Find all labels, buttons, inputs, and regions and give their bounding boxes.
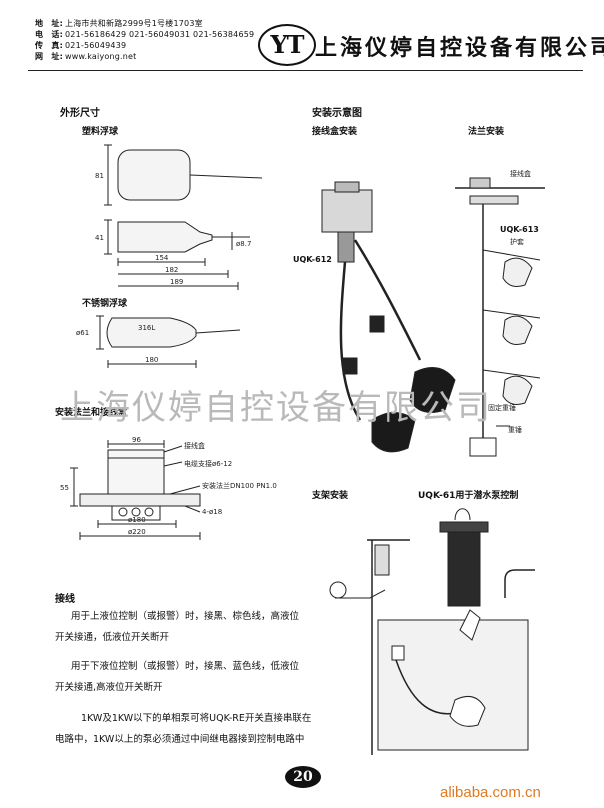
wiring-p3-line1: 1KW及1KW以下的单相泵可将UQK-RE开关直接串联在 xyxy=(81,713,312,724)
install-flange xyxy=(469,195,519,205)
dim-180: 180 xyxy=(145,356,158,364)
flange-drawing xyxy=(79,493,201,507)
wiring-title: 接线 xyxy=(55,594,75,605)
plastic-float-title: 塑料浮球 xyxy=(82,127,119,137)
label-weight: 重锤 xyxy=(508,425,522,434)
wiring-p3-line2: 电路中，1KW以上的泵必须通过中间继电器接到控制电路中 xyxy=(55,734,305,745)
cable-uqk612-left xyxy=(339,261,362,421)
fax-value: 021-56049439 xyxy=(65,41,127,50)
float-a xyxy=(502,257,533,287)
dim-182: 182 xyxy=(165,266,178,274)
wiring-p2-line1: 用于下液位控制（或报警）时，接黑、蓝色线，低液位 xyxy=(71,661,300,672)
junction-box-install xyxy=(321,189,373,233)
header-phone: 电 话:021-56186429 021-56049031 021-563846… xyxy=(35,29,254,40)
junction-box-drawing xyxy=(107,449,165,495)
dim-41: 41 xyxy=(95,234,104,242)
dim-55: 55 xyxy=(60,484,69,492)
flange-box-title: 安装法兰和接线盒 xyxy=(55,408,128,418)
bracket-install-title: 支架安装 xyxy=(312,491,349,501)
wiring-paragraph-3: 1KW及1KW以下的单相泵可将UQK-RE开关直接串联在 电路中，1KW以上的泵… xyxy=(55,708,311,750)
header-fax: 传 真:021-56049439 xyxy=(35,40,126,51)
address-label: 地 址: xyxy=(35,19,63,28)
junction-install-title: 接线盒安装 xyxy=(312,127,358,137)
dim-96: 96 xyxy=(132,436,141,444)
label-uqk612: UQK-612 xyxy=(293,255,332,264)
web-value[interactable]: www.kaiyong.net xyxy=(65,52,137,61)
dim-d220: ø220 xyxy=(128,528,146,536)
tank-water xyxy=(377,619,529,751)
float-ball-2 xyxy=(371,412,416,453)
label-flange-spec: 安装法兰DN100 PN1.0 xyxy=(202,481,277,490)
wiring-paragraph-1: 用于上液位控制（或报警）时，接黑、棕色线，高液位 开关接通，低液位开关断开 xyxy=(55,606,299,648)
company-name: 上海仪婷自控设备有限公司 xyxy=(315,35,604,61)
company-logo: YT xyxy=(258,24,316,66)
watermark: 上海仪婷自控设备有限公司 xyxy=(60,388,492,428)
wiring-p1-line1: 用于上液位控制（或报警）时，接黑、棕色线，高液位 xyxy=(71,611,300,622)
dim-316l: 316L xyxy=(138,324,155,332)
flange-install-title: 法兰安装 xyxy=(468,127,505,137)
plastic-float-top-view xyxy=(117,149,191,201)
float-b xyxy=(502,315,533,345)
dim-d8-7: ø8.7 xyxy=(236,240,251,248)
label-junction-box: 接线盒 xyxy=(184,441,205,450)
wiring-p2-line2: 开关接通,高液位开关断开 xyxy=(55,682,163,693)
plastic-float-cable xyxy=(189,174,263,179)
site-watermark: alibaba.com.cn xyxy=(440,784,541,801)
label-fixed-weight: 固定重锤 xyxy=(488,403,516,412)
dim-4-d18: 4-ø18 xyxy=(202,508,222,516)
weight-1 xyxy=(369,315,385,333)
cable-uqk612-right xyxy=(353,239,422,361)
dim-d61: ø61 xyxy=(76,329,89,337)
pump-control-title: UQK-61用于潜水泵控制 xyxy=(418,491,519,501)
dim-154: 154 xyxy=(155,254,169,262)
dim-81: 81 xyxy=(95,172,104,180)
header-web: 网 址:www.kaiyong.net xyxy=(35,51,137,62)
web-label: 网 址: xyxy=(35,52,63,61)
float-ball-1 xyxy=(409,367,456,413)
submersible-pump xyxy=(447,529,481,607)
label-uqk613: UQK-613 xyxy=(500,225,539,234)
phone-label: 电 话: xyxy=(35,30,63,39)
address-value: 上海市共和新路2999号1号楼1703室 xyxy=(65,19,203,28)
weight-2 xyxy=(342,357,358,375)
header-divider xyxy=(28,70,583,71)
dimension-labels: 81 41 154 182 189 ø8.7 ø61 316L 180 96 接… xyxy=(60,169,531,536)
fax-label: 传 真: xyxy=(35,41,63,50)
wiring-paragraph-2: 用于下液位控制（或报警）时，接黑、蓝色线，低液位 开关接通,高液位开关断开 xyxy=(55,656,299,698)
float-c xyxy=(502,375,533,405)
steel-float-drawing xyxy=(106,317,197,348)
dimensions-title: 外形尺寸 xyxy=(60,108,100,119)
label-cable-gland: 电缆支接ø6-12 xyxy=(184,459,232,468)
install-title: 安装示意图 xyxy=(312,108,362,119)
plastic-float-side-view xyxy=(117,221,213,253)
steel-float-title: 不锈钢浮球 xyxy=(82,299,128,309)
label-flange-junction: 接线盒 xyxy=(510,169,531,178)
dim-189: 189 xyxy=(170,278,183,286)
phone-value: 021-56186429 021-56049031 021-56384659 xyxy=(65,30,255,39)
label-sheath: 护套 xyxy=(510,237,524,246)
header-address: 地 址:上海市共和新路2999号1号楼1703室 xyxy=(35,18,203,29)
wiring-p1-line2: 开关接通，低液位开关断开 xyxy=(55,632,170,643)
counterweight xyxy=(469,437,497,457)
page-number: 20 xyxy=(285,766,321,788)
dim-d180: ø180 xyxy=(128,516,146,524)
